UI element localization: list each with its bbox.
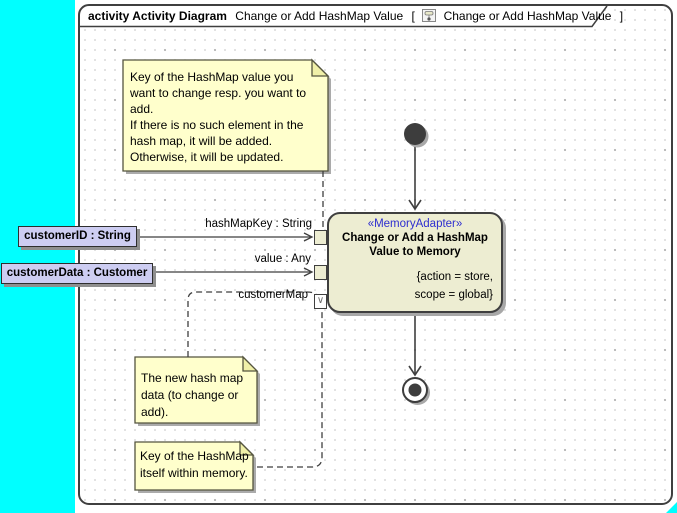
window-resize-grip[interactable]	[666, 502, 677, 513]
action-change-or-add-hashmap[interactable]: «MemoryAdapter» Change or Add a HashMap …	[327, 212, 503, 313]
input-pin-hashmapkey[interactable]	[314, 230, 327, 245]
parameter-customerid[interactable]: customerID : String	[18, 226, 137, 247]
frame-title-name: Change or Add HashMap Value	[235, 9, 404, 23]
pin-label-hashmapkey[interactable]: hashMapKey : String	[205, 218, 312, 230]
output-pin-chevron-icon: ∨	[316, 295, 325, 306]
output-pin-customermap[interactable]: ∨	[314, 294, 327, 309]
frame-title-keyword: activity Activity Diagram	[88, 9, 227, 23]
pin-label-customermap[interactable]: customerMap	[238, 289, 308, 301]
action-constraint: {action = store, scope = global}	[414, 271, 493, 301]
note-key-of-hashmap-text: Key of the HashMap itself within memory.	[140, 449, 249, 480]
input-pin-value[interactable]	[314, 265, 327, 280]
pin-label-value[interactable]: value : Any	[254, 253, 311, 265]
action-name: Change or Add a HashMap Value to Memory	[342, 232, 488, 258]
note-hashmap-key-text: Key of the HashMap value you want to cha…	[130, 70, 307, 164]
frame-title-bracket-open: [	[411, 9, 415, 23]
parameter-customerid-label: customerID : String	[24, 230, 131, 242]
parameter-customerdata[interactable]: customerData : Customer	[1, 263, 153, 284]
frame-title-ref-name: Change or Add HashMap Value	[443, 9, 612, 23]
parameter-customerdata-label: customerData : Customer	[6, 267, 148, 279]
action-stereotype: «MemoryAdapter»	[367, 218, 463, 230]
note-new-hash-data-text: The new hash map data (to change or add)…	[141, 371, 244, 419]
frame-title-bracket-close: ]	[619, 9, 624, 23]
activity-diagram-icon	[422, 9, 437, 25]
frame-title[interactable]: activity Activity Diagram Change or Add …	[88, 9, 623, 25]
